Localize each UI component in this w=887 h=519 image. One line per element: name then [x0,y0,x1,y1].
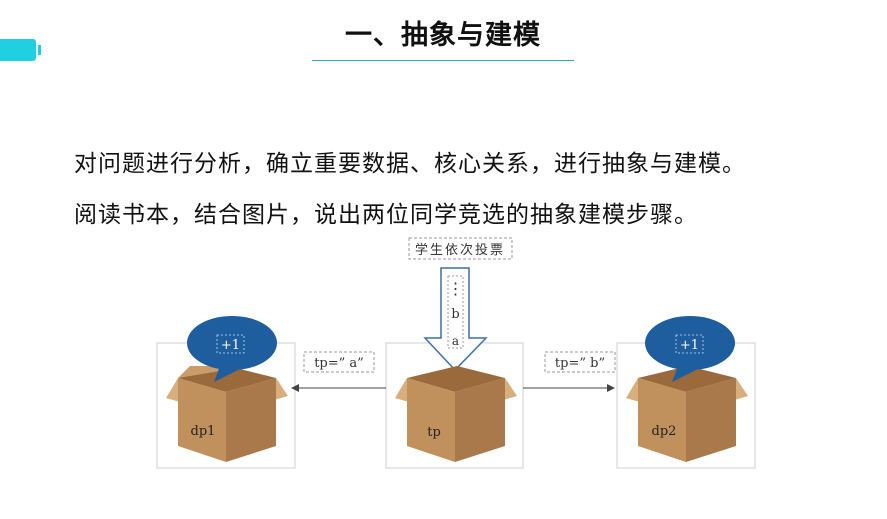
vote-caption: 学生依次投票 [415,242,505,258]
title-underline [312,60,574,61]
ballot-dots: ⋮ [448,279,464,298]
ballot-b: b [451,307,459,322]
dp1-label: dp1 [191,424,216,439]
dp2-label: dp2 [652,424,677,439]
dp2-plus-one: +1 [680,338,699,353]
dp1-bubble [187,316,277,382]
right-box-frame [616,342,756,469]
dp1-box [166,366,288,462]
paragraph-task: 阅读书本，结合图片，说出两位同学竞选的抽象建模步骤。 [74,202,698,228]
vote-caption-frame [408,237,513,260]
left-accent-mark [38,45,41,55]
vote-down-arrow [423,267,488,372]
dp1-plus-one: +1 [221,338,240,353]
paragraph-analysis: 对问题进行分析，确立重要数据、核心关系，进行抽象与建模。 [74,151,746,177]
left-transfer-frame [303,351,375,373]
slide-title: 一、抽象与建模 [345,20,541,51]
left-accent-bar [0,39,36,61]
ballot-stack-frame [447,275,464,349]
left-transfer-label: tp=” a” [314,356,364,371]
tp-box [395,366,517,462]
dp2-box [626,366,748,462]
ballot-a: a [452,334,459,348]
center-box-frame [385,342,524,469]
tp-label: tp [427,425,441,440]
right-transfer-label: tp=” b” [555,356,605,371]
dp2-bubble [645,316,735,382]
right-transfer-frame [544,351,616,373]
left-box-frame [156,342,296,469]
